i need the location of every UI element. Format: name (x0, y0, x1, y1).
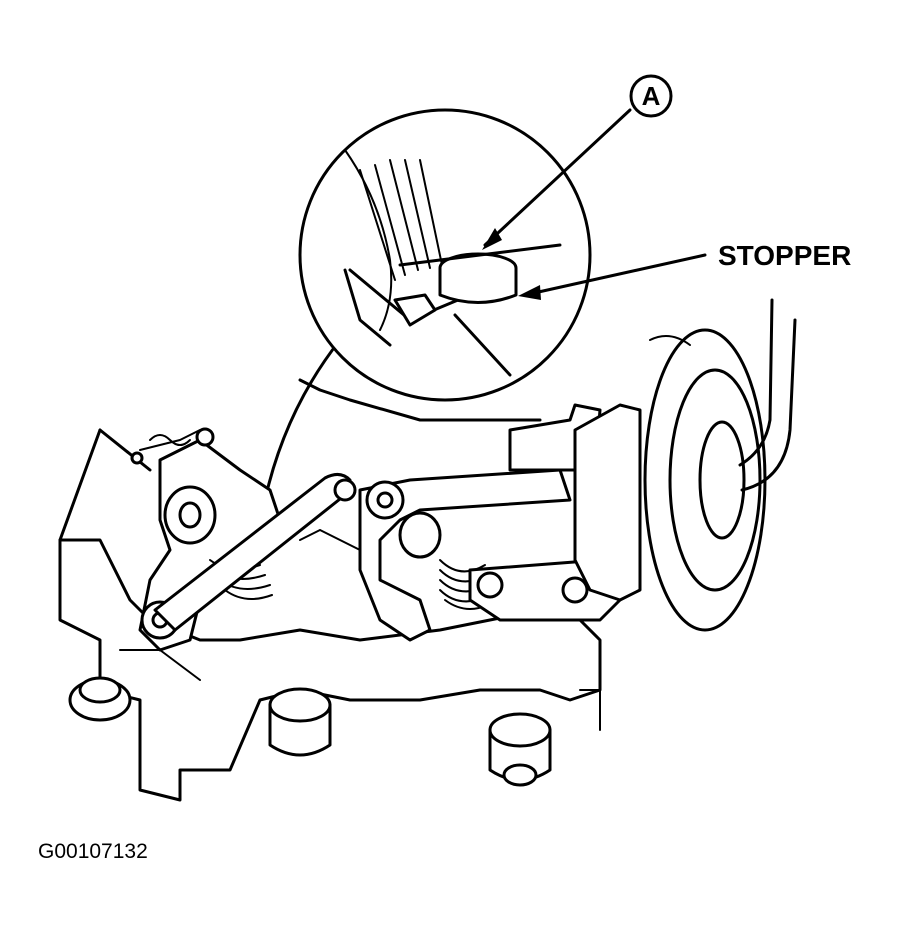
callout-a-letter: A (642, 81, 661, 111)
bolt-left (68, 676, 132, 722)
figure-code: G00107132 (38, 840, 148, 863)
vacuum-hose (738, 298, 797, 492)
bolt-middle (268, 687, 332, 757)
callout-a: A (629, 74, 673, 118)
pointer-stopper (523, 253, 707, 297)
arrowhead-stopper (518, 285, 541, 300)
pointer-a (483, 108, 632, 247)
stopper-label: STOPPER (718, 240, 851, 271)
bolt-right (488, 712, 552, 787)
arrowhead-a (482, 228, 502, 250)
throttle-arm (299, 468, 572, 642)
spring-right (439, 559, 491, 610)
detail-magnifier (298, 108, 592, 402)
vacuum-actuator (573, 328, 767, 632)
